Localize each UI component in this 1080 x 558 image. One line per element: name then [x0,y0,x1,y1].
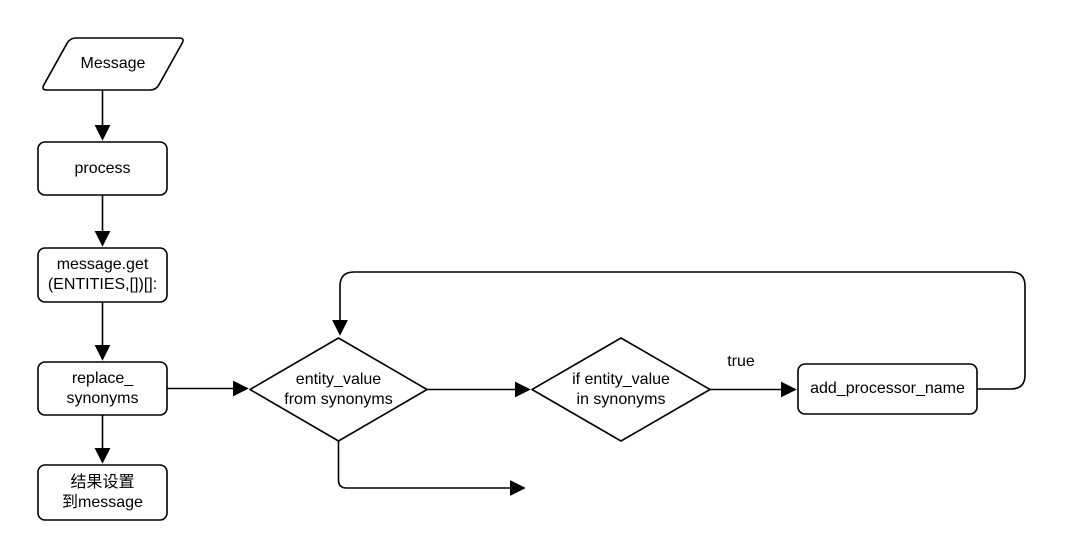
node-replace-synonyms-shape [37,361,168,416]
node-result-to-message-shape [37,464,168,521]
node-add-processor-name-shape [797,363,978,415]
node-message-shape [42,37,184,91]
edge-add-processor-loop-to-diamond1 [332,271,1026,390]
node-if-entity-value-in-synonyms-shape [531,337,711,442]
node-message-get-shape [37,247,168,303]
node-process-shape [37,141,168,196]
edge-diamond1-exit-down-right [337,441,526,496]
node-entity-value-from-synonyms-shape [249,337,428,442]
